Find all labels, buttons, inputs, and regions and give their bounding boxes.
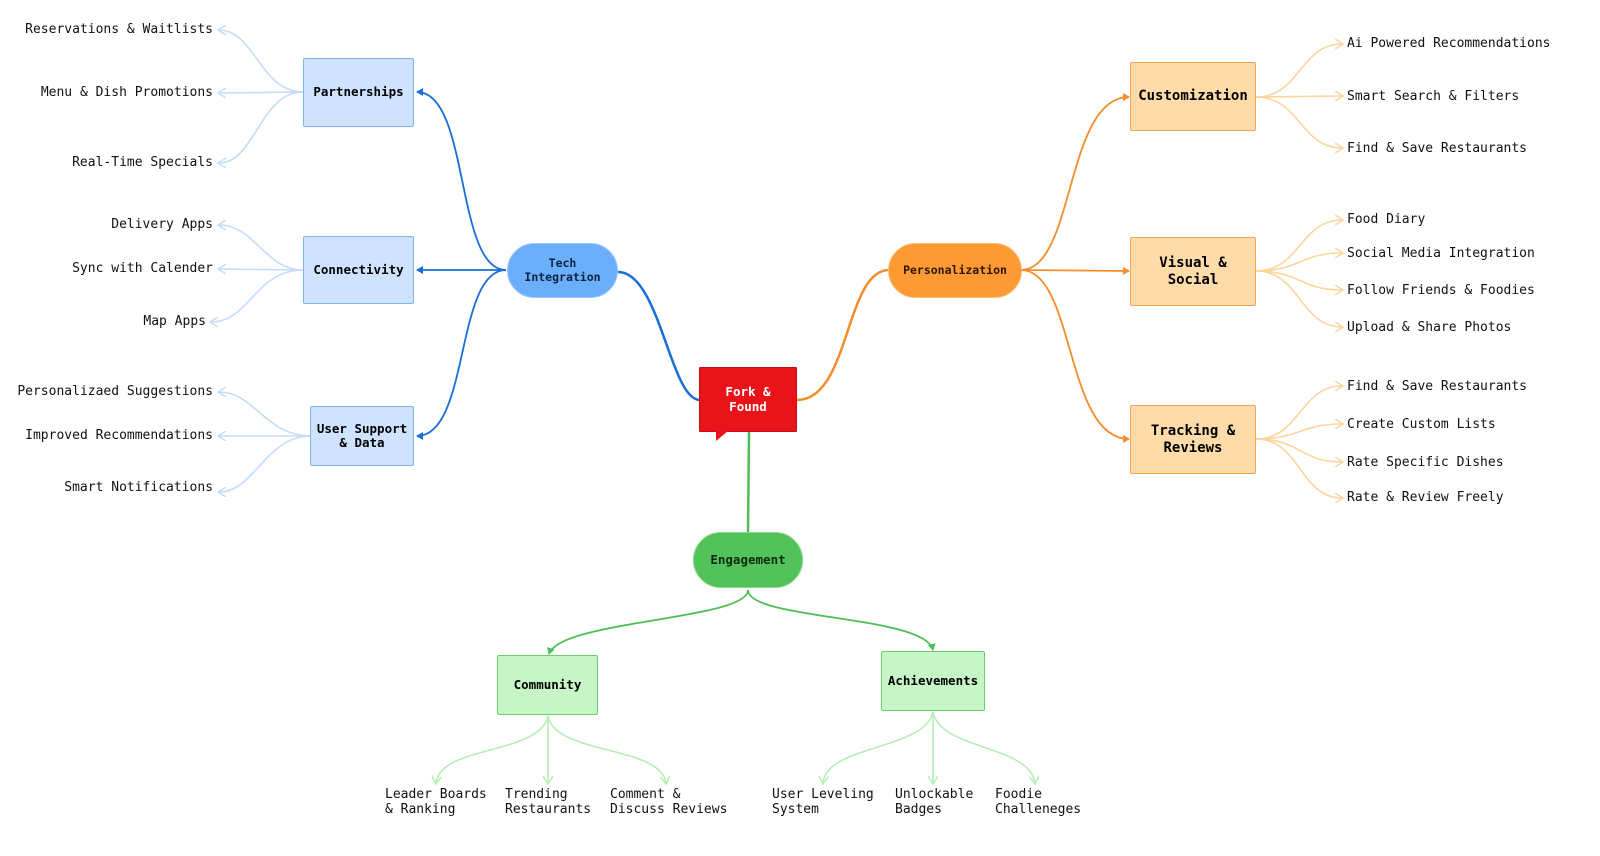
leaf-reservations-waitlists: Reservations & Waitlists bbox=[25, 22, 213, 37]
leaf-upload-share-photos: Upload & Share Photos bbox=[1347, 320, 1512, 335]
edge-leaf bbox=[1255, 270, 1342, 327]
edge-root-engagement bbox=[746, 431, 751, 534]
leaf-create-custom-lists: Create Custom Lists bbox=[1347, 417, 1496, 432]
edge-tech-partnerships bbox=[416, 88, 507, 271]
leaf-smart-search-filters: Smart Search & Filters bbox=[1347, 89, 1520, 104]
edge-root-tech bbox=[617, 270, 701, 402]
leaf-foodie-challenges: Foodie Challeneges bbox=[995, 787, 1082, 817]
branch-engagement[interactable]: Engagement bbox=[693, 532, 803, 588]
group-visual-social[interactable]: Visual & Social bbox=[1130, 237, 1256, 306]
group-tracking-reviews[interactable]: Tracking & Reviews bbox=[1130, 405, 1256, 474]
edge-leaf bbox=[823, 711, 934, 783]
branch-personalization[interactable]: Personalization bbox=[888, 243, 1022, 298]
edge-leaf bbox=[547, 715, 666, 783]
edge-tech-support bbox=[416, 269, 507, 440]
leaf-trending-restaurants: Trending Restaurants bbox=[505, 787, 592, 817]
edge-leaf bbox=[1255, 253, 1342, 272]
edge-leaf bbox=[1255, 220, 1342, 272]
root-node[interactable]: Fork & Found bbox=[699, 367, 797, 432]
edge-personalization-tracking bbox=[1020, 269, 1130, 443]
edge-leaf bbox=[219, 392, 312, 437]
edge-leaf bbox=[1255, 96, 1342, 97]
leaf-real-time-specials: Real-Time Specials bbox=[72, 155, 213, 170]
group-achievements[interactable]: Achievements bbox=[881, 651, 985, 711]
leaf-food-diary: Food Diary bbox=[1347, 212, 1426, 227]
leaf-social-media-integration: Social Media Integration bbox=[1347, 246, 1535, 261]
leaf-rate-specific-dishes: Rate Specific Dishes bbox=[1347, 455, 1504, 470]
edge-leaf bbox=[219, 269, 304, 270]
group-connectivity[interactable]: Connectivity bbox=[303, 236, 414, 304]
leaf-improved-recommendations: Improved Recommendations bbox=[25, 428, 213, 443]
leaf-leader-boards: Leader Boards & Ranking bbox=[385, 787, 487, 817]
edge-personalization-customization bbox=[1020, 93, 1130, 271]
leaf-delivery-apps: Delivery Apps bbox=[111, 217, 213, 232]
edge-root-personalization bbox=[796, 268, 890, 402]
leaf-ai-recommendations: Ai Powered Recommendations bbox=[1347, 36, 1551, 51]
edge-leaf bbox=[1255, 386, 1342, 440]
leaf-find-save-restaurants-2: Find & Save Restaurants bbox=[1347, 379, 1528, 394]
edge-leaf bbox=[1255, 438, 1342, 462]
edge-leaf bbox=[932, 711, 1035, 783]
group-customization[interactable]: Customization bbox=[1130, 62, 1256, 131]
group-community[interactable]: Community bbox=[497, 655, 598, 715]
edge-personalization-visual bbox=[1020, 266, 1130, 275]
edge-leaf bbox=[219, 91, 304, 163]
edge-leaf bbox=[1255, 270, 1342, 290]
edge-leaf bbox=[1255, 438, 1342, 498]
group-user-support-data[interactable]: User Support & Data bbox=[310, 406, 414, 466]
edge-leaf bbox=[219, 92, 304, 93]
leaf-user-leveling-system: User Leveling System bbox=[772, 787, 874, 817]
root-node-tail bbox=[716, 431, 728, 441]
leaf-find-save-restaurants: Find & Save Restaurants bbox=[1347, 141, 1528, 156]
leaf-sync-calender: Sync with Calender bbox=[72, 261, 213, 276]
leaf-unlockable-badges: Unlockable Badges bbox=[895, 787, 974, 817]
leaf-smart-notifications: Smart Notifications bbox=[64, 480, 213, 495]
edge-engagement-achievements bbox=[747, 589, 936, 651]
edge-leaf bbox=[219, 225, 304, 271]
leaf-menu-dish-promotions: Menu & Dish Promotions bbox=[40, 85, 213, 100]
leaf-rate-review-freely: Rate & Review Freely bbox=[1347, 490, 1504, 505]
leaf-personalized-suggestions: Personalizaed Suggestions bbox=[17, 384, 213, 399]
leaf-follow-friends-foodies: Follow Friends & Foodies bbox=[1347, 283, 1535, 298]
leaf-comment-discuss-reviews: Comment & Discuss Reviews bbox=[610, 787, 728, 817]
edge-leaf bbox=[219, 435, 312, 492]
edge-leaf bbox=[211, 269, 304, 322]
edge-leaf bbox=[436, 715, 549, 783]
edge-leaf bbox=[1255, 96, 1342, 148]
group-partnerships[interactable]: Partnerships bbox=[303, 58, 414, 127]
edge-engagement-community bbox=[547, 589, 749, 655]
edge-leaf bbox=[219, 30, 304, 93]
edge-leaf bbox=[1255, 424, 1342, 440]
edge-leaf bbox=[1255, 44, 1342, 98]
branch-tech-integration[interactable]: Tech Integration bbox=[507, 243, 618, 298]
leaf-map-apps: Map Apps bbox=[143, 314, 206, 329]
